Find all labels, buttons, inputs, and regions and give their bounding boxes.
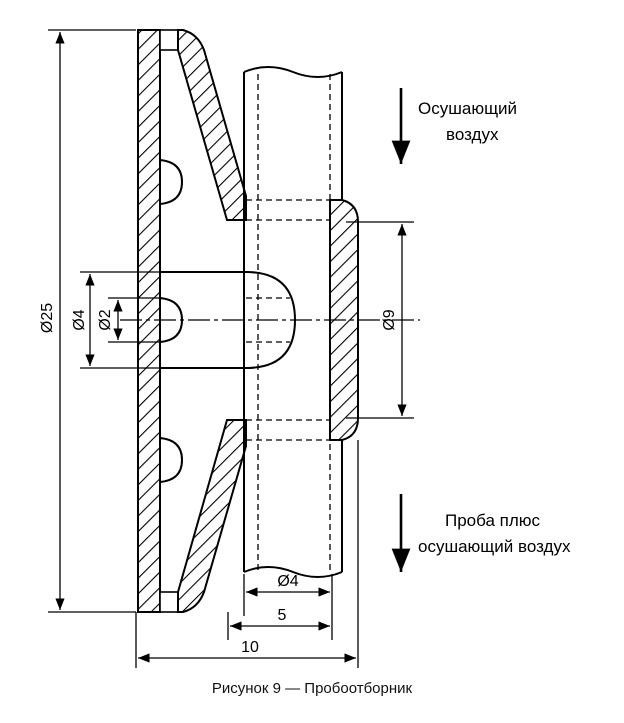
dim-len10-label: 10: [241, 639, 259, 656]
flow-out-label-1: Проба плюс: [445, 511, 541, 530]
dim-d4-left-label: Ø4: [71, 309, 88, 330]
figure-caption: Рисунок 9 — Пробоотборник: [211, 680, 413, 697]
dim-d2: [108, 297, 160, 343]
dim-bottom-extensions: [135, 440, 359, 668]
dim-d9-label: Ø9: [381, 309, 398, 330]
dim-d25: [48, 29, 136, 613]
dim-d4-left: [80, 271, 160, 369]
dim-len5-label: 5: [278, 607, 287, 624]
dim-d4-bottom-label: Ø4: [277, 573, 298, 590]
vertical-tube: [243, 66, 343, 578]
dim-d25-label: Ø25: [39, 303, 56, 333]
hidden-lines: [246, 199, 330, 441]
flange-hole-bottom: [159, 436, 184, 484]
dim-d2-label: Ø2: [97, 309, 114, 330]
lower-cone-wall: [177, 419, 247, 613]
upper-cone-wall: [177, 29, 247, 221]
flow-in-label-2: воздух: [446, 125, 499, 144]
flow-in-label-1: Осушающий: [418, 99, 517, 118]
flow-out-label-2: осушающий воздух: [418, 537, 571, 556]
dim-d9: [346, 221, 414, 419]
flange-hole-top: [159, 158, 184, 206]
